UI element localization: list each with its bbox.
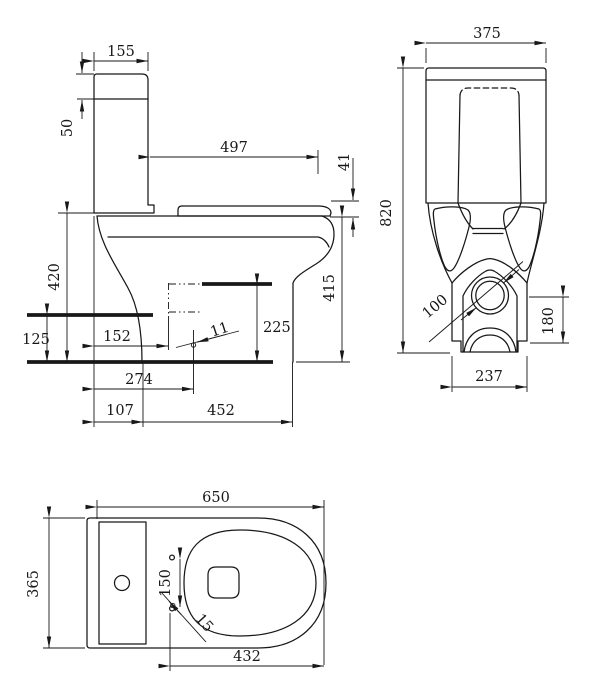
side-bowl-front-profile [292,215,335,363]
front-hump-inner [462,269,518,353]
dim-front-base-width-label: 237 [475,369,503,385]
dim-front-outlet-center-height-label: 180 [541,307,557,335]
dim-top-hinge-spacing-label: 150 [158,569,174,597]
top-hinge-hole-rear [168,554,176,561]
dim-top-seat-length-label: 432 [233,649,261,665]
front-base-arch-outer [463,327,517,353]
dim-side-hole-diameter-label: 11 [209,320,231,341]
front-tank-recess-top [459,87,520,96]
top-tank-outline [98,521,147,645]
front-funnel-right [503,202,522,230]
dim-side-bowl-height-label: 420 [47,263,63,291]
side-rim-bottom-line [107,236,330,248]
front-tank-outline [425,67,547,204]
dim-side-outlet-setback-label: 274 [125,372,153,388]
front-tank-recess-right [518,94,522,204]
front-bowl-left-profile [427,202,453,284]
hole-marker [170,602,176,609]
front-outlet-circle-inner [475,280,505,311]
front-funnel-left [457,202,474,230]
dim-side-front-height-label: 415 [322,274,338,302]
leader-arrow-15 [168,600,182,615]
leader-arrow-100-a [460,307,477,321]
dim-side-seat-thickness-label: 41 [337,153,353,171]
front-left-wing [432,206,471,272]
dim-top-overall-length-label: 650 [202,490,230,506]
top-flush-opening [207,566,240,599]
leader-arrow-11 [196,334,227,343]
top-seat-ring [183,529,317,637]
front-tank-recess-left [457,94,461,204]
dim-front-total-height-label: 820 [379,199,395,227]
dim-front-outlet-diameter-label: 100 [420,292,451,322]
dim-side-base-length-label: 452 [207,403,235,419]
dim-side-lid-height-label: 50 [60,119,76,137]
front-bowl-right-profile [526,202,545,284]
front-outlet-circle-outer [470,276,510,315]
front-base-arch-inner [469,334,511,353]
front-right-wing [503,206,542,272]
side-bowl-back-profile [96,215,143,363]
top-view: 650 365 150 15 432 [26,490,327,671]
side-view: 155 50 497 41 420 125 225 415 152 [22,44,359,427]
dim-top-overall-width-label: 365 [26,570,42,598]
front-hump-outer [451,258,528,284]
dim-side-tank-depth-label: 155 [107,44,135,60]
side-seat-lid [177,205,332,217]
dim-side-base-setback-label: 107 [106,403,134,419]
dim-front-tank-width-label: 375 [473,26,501,42]
front-view: 375 820 100 180 237 [379,26,569,392]
dim-side-tank-to-front-label: 497 [220,140,248,156]
dim-side-supply-height-label: 125 [22,332,50,348]
side-tank-outline [93,73,155,214]
top-body-outline [86,517,327,649]
leader-arrow-100-b [503,269,520,284]
front-pedestal-outline [451,282,528,353]
dim-side-inlet-setback-label: 152 [103,329,131,345]
dim-side-outlet-height-label: 225 [263,320,291,336]
top-tank-button [113,574,131,592]
leader-line-15 [160,591,207,643]
